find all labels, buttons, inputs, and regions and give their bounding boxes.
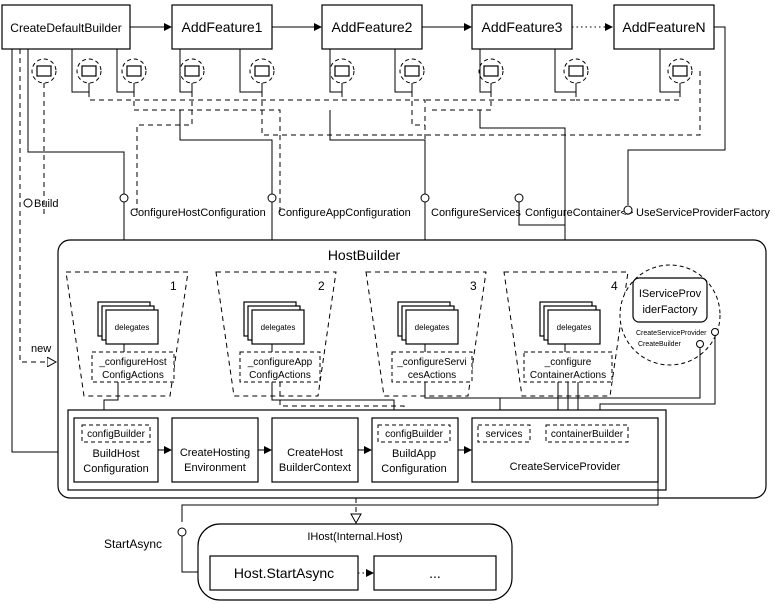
delegate-icons	[31, 58, 693, 84]
create-hosting-env-line2: Environment	[184, 462, 246, 474]
group-2-number: 2	[318, 279, 325, 293]
start-async-pin	[177, 527, 187, 537]
create-default-builder-label: CreateDefaultBuilder	[10, 21, 121, 35]
create-hosting-env-line1: CreateHosting	[180, 447, 250, 459]
create-default-builder-box	[1, 4, 131, 50]
create-host-builder-context-line1: CreateHost	[287, 447, 343, 459]
group-3-field-line2: cesActions	[408, 370, 456, 381]
add-feature-2-box	[321, 4, 423, 50]
create-hosting-env-box	[171, 417, 259, 483]
create-host-builder-context-line2: BuilderContext	[279, 462, 351, 474]
group-4-delegates: delegates	[557, 323, 592, 332]
group-3-field-line1: _configureServi	[396, 357, 466, 368]
delegate-icon	[667, 58, 693, 84]
group-2-delegates: delegates	[261, 323, 296, 332]
host-ellipsis-label: ...	[429, 565, 441, 581]
new-label: new	[31, 343, 51, 355]
build-app-config-tag: configBuilder	[385, 429, 443, 440]
delegate-icon	[121, 58, 147, 84]
group-2-field-line1: _configureApp	[247, 357, 313, 368]
configure-routes	[11, 26, 726, 456]
delegate-icon	[329, 58, 355, 84]
delegate-icon	[179, 58, 205, 84]
group-3-trapezoid	[365, 271, 487, 397]
build-app-config-line2: Configuration	[381, 463, 446, 475]
configure-host-configuration-label: ConfigureHostConfiguration	[130, 207, 266, 219]
ihost-title: IHost(Internal.Host)	[307, 531, 402, 543]
group-1-delegates: delegates	[115, 323, 150, 332]
builder-to-delegate-lines	[71, 49, 681, 93]
delegate-icon	[563, 58, 589, 84]
configure-services-label: ConfigureServices	[431, 207, 521, 219]
delegate-icon	[76, 58, 102, 84]
create-host-builder-context-box	[271, 417, 359, 483]
group-1-trapezoid	[65, 271, 189, 397]
host-ellipsis-box	[373, 555, 497, 591]
top-row: CreateDefaultBuilder AddFeature1 AddFeat…	[1, 4, 715, 50]
host-start-async-label: Host.StartAsync	[234, 565, 334, 581]
services-tag: services	[486, 429, 523, 440]
build-label: Build	[34, 198, 58, 210]
configure-container-label: ConfigureContainer<>	[525, 207, 633, 219]
group-4-number: 4	[611, 279, 618, 293]
factory-line1: IServiceProv	[639, 288, 702, 300]
group-3-delegates: delegates	[415, 323, 450, 332]
delegate-icon	[31, 58, 57, 84]
factory-create-service-provider: CreateServiceProvider	[636, 330, 707, 337]
factory-create-builder: CreateBuilder	[638, 341, 681, 348]
add-feature-2-label: AddFeature2	[332, 19, 413, 35]
factory-box	[632, 277, 708, 323]
add-feature-n-label: AddFeatureN	[622, 19, 705, 35]
group-3-number: 3	[470, 279, 477, 293]
host-builder-title: HostBuilder	[328, 247, 401, 263]
delegate-dashed-routes	[43, 70, 701, 215]
add-feature-1-box	[171, 4, 273, 50]
delegate-icon	[249, 58, 275, 84]
group-1-field-line1: _configureHost	[98, 357, 166, 368]
factory-line2: iderFactory	[642, 304, 698, 316]
configure-app-configuration-label: ConfigureAppConfiguration	[278, 207, 411, 219]
delegate-icon	[399, 58, 425, 84]
build-host-config-line2: Configuration	[83, 463, 148, 475]
group-4-field-line2: ContainerActions	[530, 370, 606, 381]
group-2-field-line2: ConfigActions	[249, 370, 311, 381]
build-app-config-line1: BuildApp	[392, 448, 436, 460]
host-section: StartAsync IHost(Internal.Host) Host.Sta…	[104, 450, 659, 601]
host-builder: HostBuilder 1 delegates _configureHost C…	[57, 239, 767, 499]
add-feature-n-box	[613, 4, 715, 50]
build-host-config-tag: configBuilder	[87, 429, 145, 440]
container-builder-tag: containerBuilder	[551, 429, 624, 440]
delegate-icon	[478, 58, 504, 84]
start-async-label: StartAsync	[104, 537, 162, 551]
build-host-config-line1: BuildHost	[92, 448, 139, 460]
add-feature-3-label: AddFeature3	[482, 19, 563, 35]
group-1-field-line2: ConfigActions	[102, 370, 164, 381]
group-1-number: 1	[170, 279, 177, 293]
group-4-trapezoid	[503, 271, 629, 397]
use-service-provider-factory-label: UseServiceProviderFactory	[636, 207, 770, 219]
group-4-field-line1: _configure	[544, 357, 592, 368]
group-2-trapezoid	[215, 271, 337, 397]
api-labels: Build ConfigureHostConfiguration Configu…	[23, 193, 770, 355]
create-service-provider-label: CreateServiceProvider	[510, 461, 621, 473]
add-feature-1-label: AddFeature1	[182, 19, 263, 35]
